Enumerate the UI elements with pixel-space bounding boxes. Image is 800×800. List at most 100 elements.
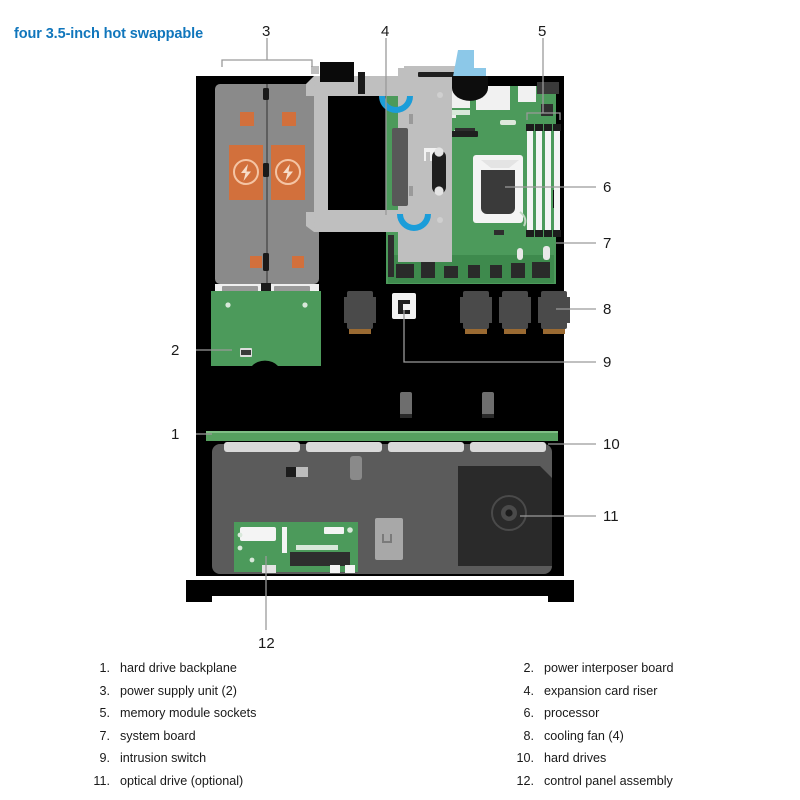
- control-panel-screw-4-icon: [249, 557, 255, 563]
- fan-1-wide: [344, 297, 376, 323]
- side-module: [375, 518, 403, 560]
- fan-1-base: [349, 329, 371, 334]
- cable-connector: [452, 76, 488, 101]
- pib-screw-left-icon: [225, 302, 231, 308]
- optical-drive-spindle-ring-icon: [491, 495, 527, 531]
- psu-connector-left: [222, 286, 258, 292]
- riser-screw-top-icon: [434, 147, 444, 157]
- callout-5: 5: [538, 23, 546, 40]
- legend-item: 2. power interposer board: [508, 661, 674, 675]
- riser-tab-2: [409, 186, 413, 196]
- legend-item: 4. expansion card riser: [508, 684, 674, 698]
- psu-right-top-tab: [282, 112, 296, 126]
- page-title: four 3.5-inch hot swappable: [14, 26, 204, 42]
- riser-hole-2-icon: [437, 217, 443, 223]
- chassis-front-bar: [186, 580, 574, 596]
- board-chip-2: [500, 120, 516, 125]
- riser-tab-1: [409, 114, 413, 124]
- legend-label: power interposer board: [544, 661, 674, 675]
- psu-right-bolt-icon: [283, 164, 293, 181]
- optical-drive-center-icon: [505, 509, 513, 517]
- legend-number: 8.: [523, 728, 534, 743]
- dimm-slot-4: [554, 126, 560, 235]
- legend-item: 12. control panel assembly: [508, 774, 674, 788]
- control-panel-tab-3: [345, 565, 355, 573]
- legend-item: 6. processor: [508, 706, 674, 720]
- board-slot-1: [448, 131, 478, 137]
- hard-drive-1: [224, 442, 300, 452]
- callout-12: 12: [258, 635, 275, 652]
- control-panel-connector-3: [290, 552, 350, 566]
- legend-item: 9. intrusion switch: [84, 751, 256, 765]
- hard-drive-4: [470, 442, 546, 452]
- legend-number: 7.: [99, 728, 110, 743]
- leader-9: [403, 310, 596, 363]
- board-header-1: [455, 128, 475, 132]
- legend-number: 5.: [99, 706, 110, 721]
- cooling-fan-4: [538, 291, 570, 334]
- psu-divider: [266, 84, 268, 284]
- riser-bottom-bar: [404, 232, 452, 262]
- legend-number: 4.: [523, 683, 534, 698]
- callout-11: 11: [603, 508, 619, 525]
- callout-numbers: 3 4 5 6 7 8 9 10 11 2 1 12: [171, 23, 620, 652]
- power-interposer-board: [211, 291, 321, 366]
- callout-4: 4: [381, 23, 389, 40]
- callout-3: 3: [262, 23, 270, 40]
- fan-3-base: [504, 329, 526, 334]
- control-panel-tab-1: [262, 565, 276, 573]
- cooling-fan-2: [460, 291, 492, 334]
- legend-number: 6.: [523, 706, 534, 721]
- board-conn-7: [532, 262, 550, 278]
- control-panel-screw-2-icon: [237, 545, 243, 551]
- riser-chamfer-top: [306, 76, 316, 96]
- riser-left-edge: [314, 76, 328, 232]
- hard-drive-3: [388, 442, 464, 452]
- legend-label: power supply unit (2): [120, 683, 237, 698]
- board-conn-4: [468, 265, 480, 278]
- board-conn-3: [444, 266, 458, 278]
- standoff-left-base: [400, 414, 412, 418]
- rear-io-port-c: [518, 86, 536, 102]
- processor-socket: [473, 155, 527, 235]
- riser-chamfer-bottom: [306, 212, 316, 232]
- board-pcie-slot: [388, 235, 394, 277]
- fan-2-base: [465, 329, 487, 334]
- riser-clip-upper-notch: [426, 152, 430, 161]
- hard-drive-2: [306, 442, 382, 452]
- board-fan-conn-1: [517, 248, 523, 260]
- processor: [481, 170, 515, 214]
- legend-number: 11.: [93, 773, 110, 788]
- legend-label: control panel assembly: [544, 773, 673, 788]
- riser-touchpoint-bottom-icon: [397, 213, 431, 231]
- memory-module-sockets: [526, 124, 561, 237]
- psu-latch-top: [263, 88, 269, 100]
- legend-left-column: 1. hard drive backplane 3. power supply …: [84, 661, 256, 788]
- intrusion-switch-body: [398, 300, 410, 314]
- control-panel-header: [296, 545, 338, 550]
- callout-10: 10: [603, 436, 620, 453]
- psu-latch-mid: [263, 163, 269, 177]
- intrusion-switch: [392, 293, 416, 319]
- psu-right-bottom-tab: [292, 256, 304, 268]
- legend-item: 11. optical drive (optional): [84, 774, 256, 788]
- fan-3-wide: [499, 297, 531, 323]
- psu-left-top-tab: [240, 112, 254, 126]
- hard-drive-tray: [212, 442, 552, 574]
- legend-label: optical drive (optional): [120, 773, 244, 788]
- control-panel-screw-1-icon: [237, 532, 243, 538]
- cpu-socket-label: [494, 230, 504, 235]
- legend-label: hard drives: [544, 751, 607, 766]
- callout-2: 2: [171, 342, 179, 359]
- rear-io-port-d: [537, 82, 559, 94]
- dimm-slot-1: [527, 126, 533, 235]
- cpu-load-lever: [519, 211, 527, 227]
- dimm-slot-2: [536, 126, 542, 235]
- riser-arm-bottom: [316, 210, 404, 232]
- backplane-pcb: [206, 431, 558, 441]
- side-module-port-icon: [382, 534, 392, 543]
- legend-item: 3. power supply unit (2): [84, 684, 256, 698]
- callout-9: 9: [603, 354, 611, 371]
